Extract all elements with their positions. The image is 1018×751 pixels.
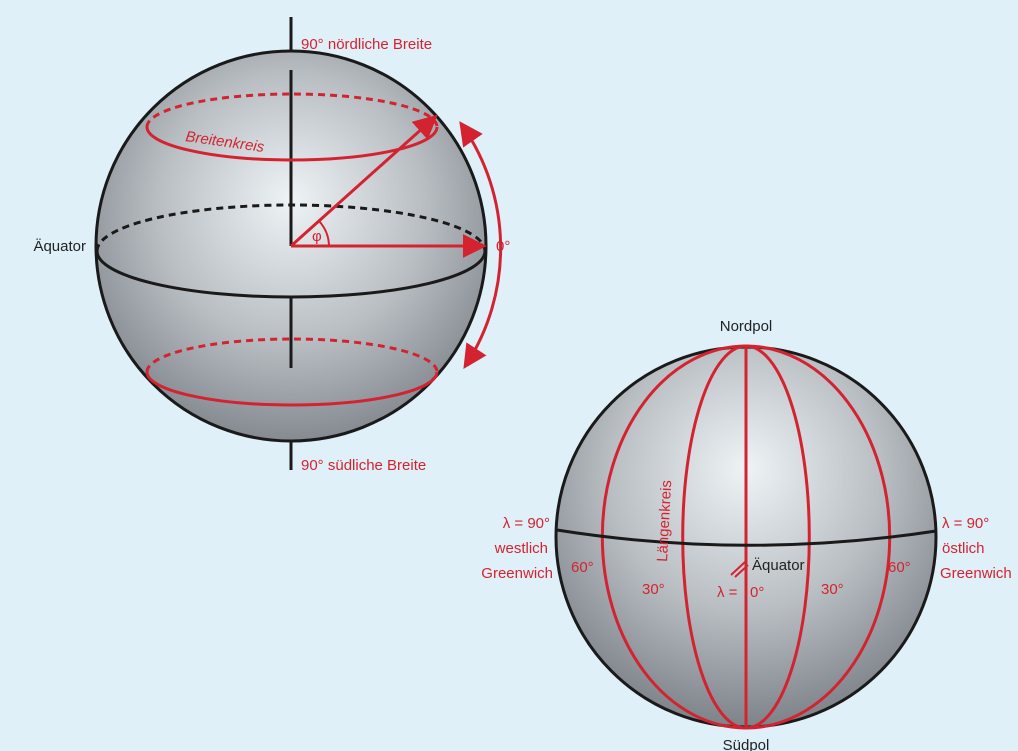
label-phi: φ <box>312 228 322 245</box>
tick-zero: 0° <box>750 584 764 601</box>
east-lambda: λ = 90° <box>942 515 989 532</box>
label-equator: Äquator <box>33 238 86 255</box>
label-south-latitude: 90° südliche Breite <box>301 457 426 474</box>
label-south-pole: Südpol <box>723 737 770 751</box>
tick-lambda-equals: λ = <box>717 584 738 601</box>
longitude-sphere: Nordpol Südpol Längenkreis Äquator λ = 9… <box>481 318 1011 751</box>
east-direction: östlich <box>942 540 985 557</box>
tick-west-30: 30° <box>642 581 665 598</box>
label-north-latitude: 90° nördliche Breite <box>301 36 432 53</box>
tick-east-60: 60° <box>888 559 911 576</box>
tick-east-30: 30° <box>821 581 844 598</box>
tick-west-60: 60° <box>571 559 594 576</box>
label-equator: Äquator <box>752 557 805 574</box>
label-zero-degree: 0° <box>496 238 510 255</box>
label-north-pole: Nordpol <box>720 318 773 335</box>
latitude-sphere: 90° nördliche Breite 90° südliche Breite… <box>33 17 510 474</box>
west-lambda: λ = 90° <box>503 515 550 532</box>
west-reference: Greenwich <box>481 565 553 582</box>
west-direction: westlich <box>494 540 548 557</box>
east-reference: Greenwich <box>940 565 1012 582</box>
